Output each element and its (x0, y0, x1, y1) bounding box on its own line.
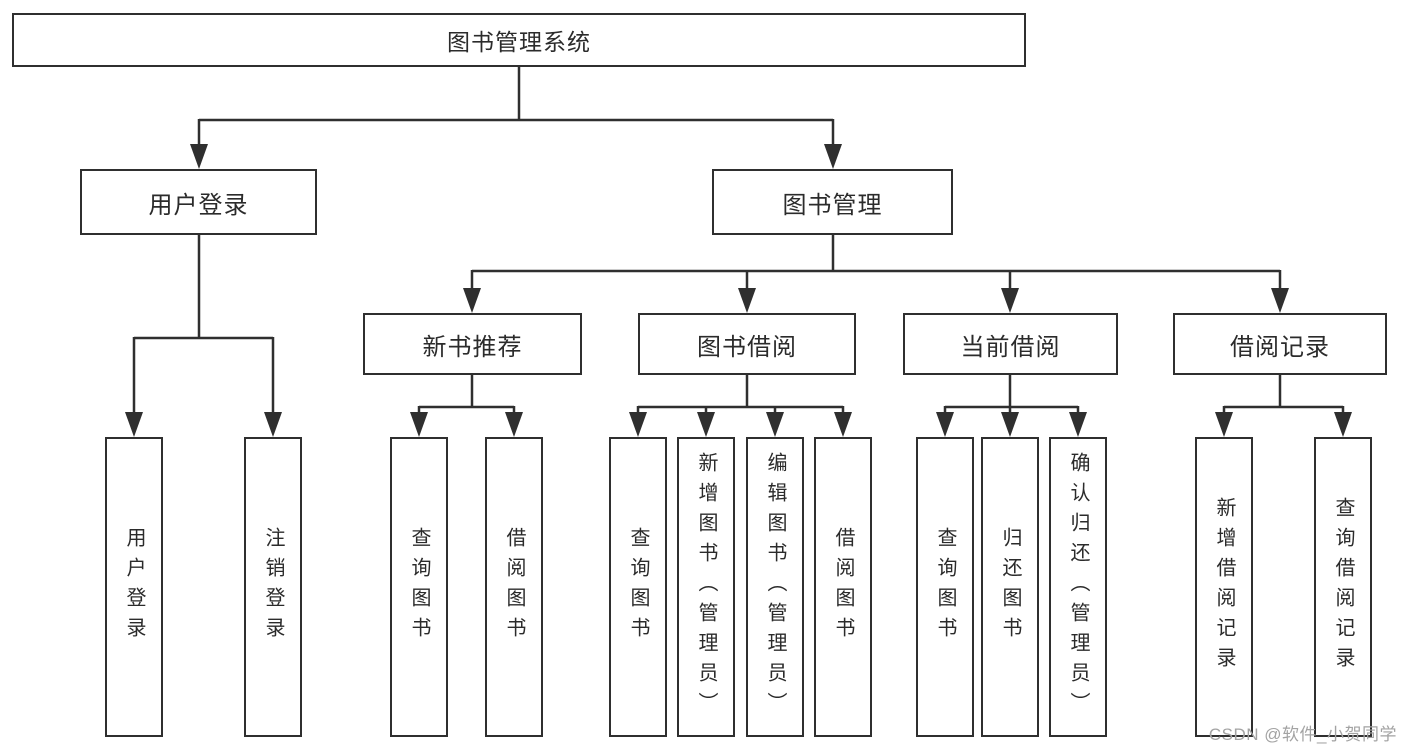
leaf-borrow-books-recommend-label: 借阅图书 (503, 527, 525, 647)
edge-borrowing-records-children (1215, 375, 1352, 437)
arrowhead-icon (936, 412, 954, 437)
arrowhead-icon (125, 412, 143, 437)
node-book-borrowing: 图书借阅 (638, 313, 856, 375)
arrowhead-icon (697, 412, 715, 437)
node-user-login-label: 用户登录 (148, 191, 249, 219)
leaf-query-books-current-label: 查询图书 (934, 527, 956, 647)
leaf-add-borrow-record: 新增借阅记录 (1195, 437, 1253, 737)
arrowhead-icon (463, 288, 481, 313)
arrowhead-icon (738, 288, 756, 313)
leaf-add-borrow-record-label: 新增借阅记录 (1213, 497, 1235, 677)
arrowhead-icon (1215, 412, 1233, 437)
leaf-user-login-label: 用户登录 (123, 527, 145, 647)
arrowhead-icon (505, 412, 523, 437)
arrowhead-icon (1001, 412, 1019, 437)
arrowhead-icon (190, 144, 208, 169)
node-current-borrowing: 当前借阅 (903, 313, 1118, 375)
leaf-borrow-books-borrowing-label: 借阅图书 (832, 527, 854, 647)
arrowhead-icon (1271, 288, 1289, 313)
node-book-management-label: 图书管理 (782, 191, 883, 219)
leaf-return-books: 归还图书 (981, 437, 1039, 737)
node-new-book-recommend-label: 新书推荐 (422, 333, 523, 361)
edge-book-management-children (463, 235, 1289, 313)
edge-new-book-recommend-children (410, 375, 523, 437)
node-root: 图书管理系统 (12, 13, 1026, 67)
leaf-borrow-books-recommend: 借阅图书 (485, 437, 543, 737)
edge-current-borrowing-children (936, 375, 1087, 437)
arrowhead-icon (824, 144, 842, 169)
node-book-management: 图书管理 (712, 169, 953, 235)
arrowhead-icon (766, 412, 784, 437)
leaf-add-books-admin-label: 新增图书（管理员） (695, 452, 717, 722)
node-borrowing-records: 借阅记录 (1173, 313, 1387, 375)
arrowhead-icon (1334, 412, 1352, 437)
arrowhead-icon (1001, 288, 1019, 313)
leaf-query-books-recommend-label: 查询图书 (408, 527, 430, 647)
arrowhead-icon (834, 412, 852, 437)
arrowhead-icon (264, 412, 282, 437)
leaf-query-books-current: 查询图书 (916, 437, 974, 737)
edge-root-children (190, 67, 842, 169)
leaf-return-books-label: 归还图书 (999, 527, 1021, 647)
node-root-label: 图书管理系统 (447, 29, 591, 55)
leaf-query-borrow-record: 查询借阅记录 (1314, 437, 1372, 737)
leaf-add-books-admin: 新增图书（管理员） (677, 437, 735, 737)
leaf-confirm-return-admin-label: 确认归还（管理员） (1067, 452, 1089, 722)
leaf-query-books-recommend: 查询图书 (390, 437, 448, 737)
leaf-logout: 注销登录 (244, 437, 302, 737)
leaf-confirm-return-admin: 确认归还（管理员） (1049, 437, 1107, 737)
edge-user-login-children (125, 235, 282, 437)
leaf-borrow-books-borrowing: 借阅图书 (814, 437, 872, 737)
node-user-login: 用户登录 (80, 169, 317, 235)
leaf-edit-books-admin: 编辑图书（管理员） (746, 437, 804, 737)
node-borrowing-records-label: 借阅记录 (1230, 333, 1330, 361)
node-book-borrowing-label: 图书借阅 (697, 333, 797, 361)
leaf-query-books-borrowing: 查询图书 (609, 437, 667, 737)
leaf-user-login: 用户登录 (105, 437, 163, 737)
edge-book-borrowing-children (629, 375, 852, 437)
node-new-book-recommend: 新书推荐 (363, 313, 582, 375)
arrowhead-icon (1069, 412, 1087, 437)
arrowhead-icon (410, 412, 428, 437)
leaf-query-borrow-record-label: 查询借阅记录 (1332, 497, 1354, 677)
leaf-logout-label: 注销登录 (262, 527, 284, 647)
arrowhead-icon (629, 412, 647, 437)
watermark: CSDN @软件_小贺同学 (1208, 725, 1397, 744)
leaf-edit-books-admin-label: 编辑图书（管理员） (764, 452, 786, 722)
leaf-query-books-borrowing-label: 查询图书 (627, 527, 649, 647)
node-current-borrowing-label: 当前借阅 (960, 333, 1061, 361)
